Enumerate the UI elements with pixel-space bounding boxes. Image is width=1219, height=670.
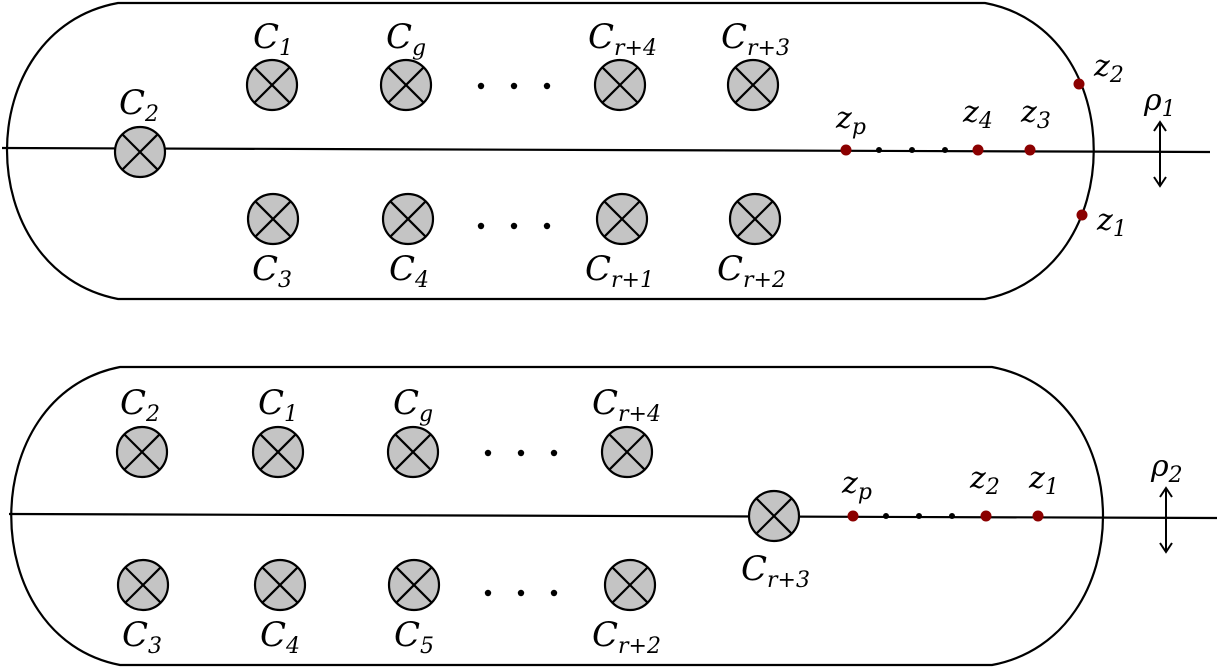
point-z2-2 (980, 510, 992, 522)
label-z4-1: z4 (962, 95, 993, 134)
boundary-circle-c2 (113, 125, 167, 179)
point-z3-1 (1024, 144, 1036, 156)
boundary-circle-c1 (251, 425, 305, 479)
point-z1-2 (1032, 510, 1044, 522)
boundary-circle-cg (379, 58, 433, 112)
label-cr4: Cr+4 (588, 17, 657, 61)
double-arrow-icon (1159, 486, 1173, 554)
point-z1-1 (1076, 209, 1088, 221)
ellipsis-top-1 (477, 82, 551, 90)
axis-dot (949, 513, 955, 519)
label-c2: C2 (119, 83, 159, 127)
label-c4: C4 (389, 249, 429, 293)
label-z1-1: z1 (1096, 203, 1127, 242)
axis-dot (909, 147, 915, 153)
cross-stroke (603, 200, 641, 238)
cross-stroke (611, 566, 649, 604)
cross-stroke (734, 66, 772, 104)
label-cr3-p2: Cr+3 (741, 549, 810, 593)
cross-stroke (601, 66, 639, 104)
boundary-circle-cr3 (726, 58, 780, 112)
ellipsis-bottom-1 (477, 222, 551, 230)
boundary-circle-c2 (115, 425, 169, 479)
axis-dot (883, 513, 889, 519)
cross-stroke (261, 566, 299, 604)
cross-stroke (387, 66, 425, 104)
surface-outline-2 (10, 365, 1105, 667)
label-c3-p2: C3 (122, 615, 162, 659)
cross-stroke (121, 133, 159, 171)
boundary-circle-c3 (116, 558, 170, 612)
label-cr1: Cr+1 (585, 249, 654, 293)
boundary-circle-cg (386, 425, 440, 479)
boundary-circle-c1 (245, 58, 299, 112)
axis-dot (916, 513, 922, 519)
label-c2-p2: C2 (120, 383, 160, 427)
cross-stroke (736, 200, 774, 238)
boundary-circle-cr1 (595, 192, 649, 246)
panel-1: C1 Cg Cr+4 Cr+3 C2 C3 C4 Cr+1 Cr+2 zp z4… (1, 1, 1211, 301)
ellipsis-top-2 (484, 449, 558, 457)
point-z4-1 (972, 144, 984, 156)
label-cr3: Cr+3 (721, 17, 790, 61)
cross-stroke (254, 200, 292, 238)
panel-2: C2 C1 Cg Cr+4 Cr+3 C3 C4 C5 Cr+2 zp z2 z… (8, 365, 1218, 667)
surface-outline-1 (5, 1, 1095, 301)
point-zp-1 (840, 144, 852, 156)
axis-dot (876, 147, 882, 153)
cross-stroke (259, 433, 297, 471)
label-z1-2: z1 (1028, 461, 1059, 500)
cross-stroke (755, 497, 793, 535)
boundary-circle-c3 (246, 192, 300, 246)
boundary-circle-c5 (387, 558, 441, 612)
cross-stroke (124, 566, 162, 604)
cross-stroke (395, 566, 433, 604)
boundary-circle-cr3 (747, 489, 801, 543)
axis-line-1 (1, 146, 1211, 154)
label-c5-p2: C5 (394, 615, 434, 659)
axis-line-2 (8, 512, 1218, 520)
boundary-circle-cr2 (728, 192, 782, 246)
label-cr2-p2: Cr+2 (592, 615, 661, 659)
boundary-circle-c4 (381, 192, 435, 246)
cross-stroke (394, 433, 432, 471)
label-cg: Cg (386, 17, 426, 61)
cross-stroke (608, 433, 646, 471)
label-c4-p2: C4 (260, 615, 300, 659)
label-c3: C3 (252, 249, 292, 293)
label-cr2: Cr+2 (717, 249, 786, 293)
boundary-circle-cr4 (593, 58, 647, 112)
boundary-circle-cr2 (603, 558, 657, 612)
point-z2-1 (1073, 78, 1085, 90)
cross-stroke (123, 433, 161, 471)
label-cg-p2: Cg (393, 383, 433, 427)
label-z2-2: z2 (969, 461, 1000, 500)
label-c1-p2: C1 (258, 383, 298, 427)
boundary-circle-c4 (253, 558, 307, 612)
label-rho-1: ρ1 (1143, 83, 1176, 122)
cross-stroke (253, 66, 291, 104)
label-rho-2: ρ2 (1150, 449, 1183, 488)
ellipsis-bottom-2 (484, 589, 558, 597)
double-arrow-icon (1153, 120, 1167, 188)
label-z2-1: z2 (1093, 49, 1124, 88)
point-zp-2 (847, 510, 859, 522)
label-c1: C1 (253, 17, 293, 61)
label-zp-1: zp (835, 101, 866, 140)
label-zp-2: zp (841, 466, 872, 505)
boundary-circle-cr4 (600, 425, 654, 479)
cross-stroke (389, 200, 427, 238)
label-cr4-p2: Cr+4 (592, 383, 661, 427)
axis-dot (942, 147, 948, 153)
label-z3-1: z3 (1020, 95, 1051, 134)
